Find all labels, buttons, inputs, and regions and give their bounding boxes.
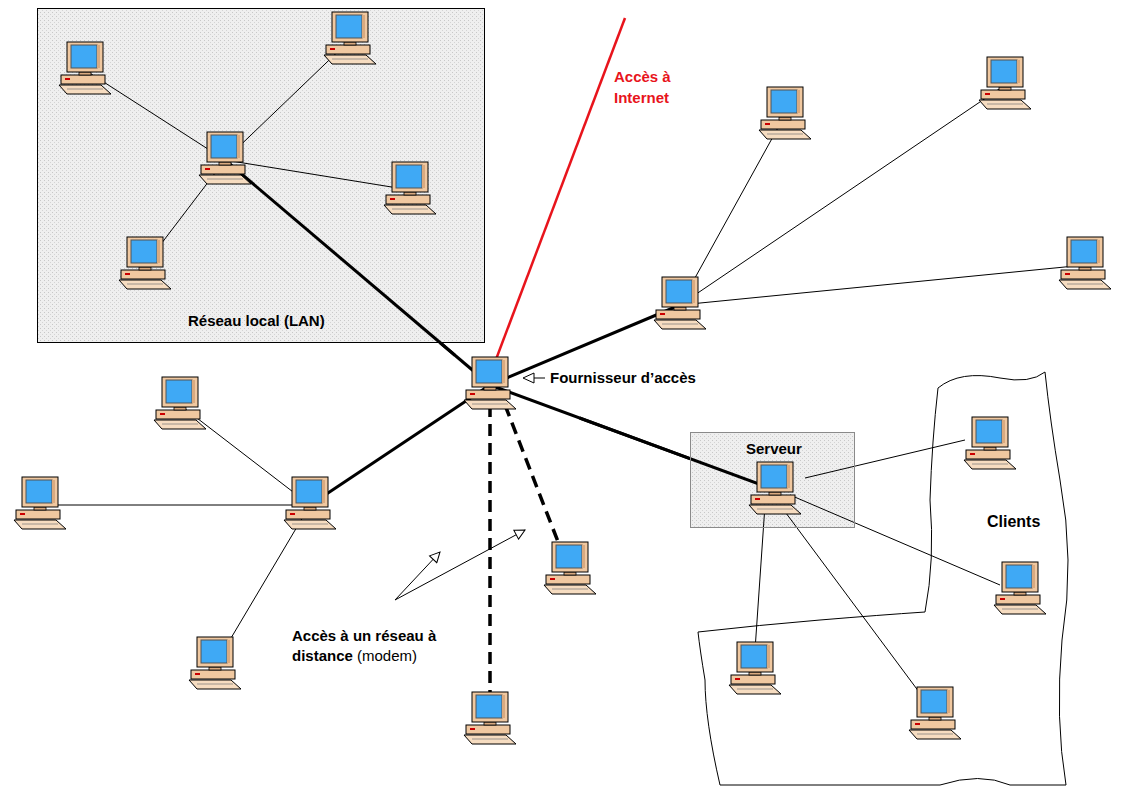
computer-icon xyxy=(994,562,1046,614)
lan-ground xyxy=(37,8,485,343)
computer-icon xyxy=(189,637,241,689)
network-link xyxy=(441,343,456,355)
computer-icon xyxy=(544,542,596,594)
provider-pointer xyxy=(523,373,545,383)
computer-icon xyxy=(749,462,801,514)
lan-box: Réseau local (LAN) xyxy=(37,8,485,343)
network-link xyxy=(580,418,690,459)
internet-label: Accès à Internet xyxy=(614,68,671,106)
internet-link xyxy=(495,18,625,362)
computer-icon xyxy=(464,692,516,744)
node-label: Réseau local (LAN) xyxy=(188,311,325,330)
thin-links xyxy=(40,40,1085,700)
node-label: Serveur xyxy=(746,439,802,458)
computer-icon xyxy=(759,87,811,139)
computer-icon xyxy=(154,377,206,429)
computer-icon xyxy=(729,642,781,694)
node-label: Clients xyxy=(985,512,1042,531)
computer-icon xyxy=(284,477,336,529)
thick-links xyxy=(225,160,775,505)
computer-icon xyxy=(909,687,961,739)
modem-links xyxy=(490,405,562,705)
computer-icon xyxy=(199,132,251,184)
computer-icon xyxy=(59,42,111,94)
modem-label-block: Accès à un réseau à distance (modem) xyxy=(292,626,442,666)
computer-icon xyxy=(964,417,1016,469)
clients-outline-path xyxy=(698,372,1068,785)
computer-icon xyxy=(979,57,1031,109)
computer-icon xyxy=(1059,237,1111,289)
modem-note: (modem) xyxy=(357,647,417,664)
computer-icon xyxy=(464,357,516,409)
server-ground xyxy=(690,432,855,528)
internet-label-block: Accès à Internet xyxy=(614,66,696,108)
server-box: Serveur xyxy=(690,432,855,528)
clients-outline xyxy=(690,365,1070,789)
computer-icon xyxy=(14,477,66,529)
computer-icon xyxy=(119,237,171,289)
computer-icon xyxy=(384,162,436,214)
modem-pointers xyxy=(395,530,525,600)
computers xyxy=(14,12,1111,744)
node-label: Fournisseur d’accès xyxy=(548,368,698,387)
computer-icon xyxy=(324,12,376,64)
computer-icon xyxy=(654,277,706,329)
provider-node: Fournisseur d’accès xyxy=(455,352,705,418)
clients-region: Clients xyxy=(690,365,1070,789)
